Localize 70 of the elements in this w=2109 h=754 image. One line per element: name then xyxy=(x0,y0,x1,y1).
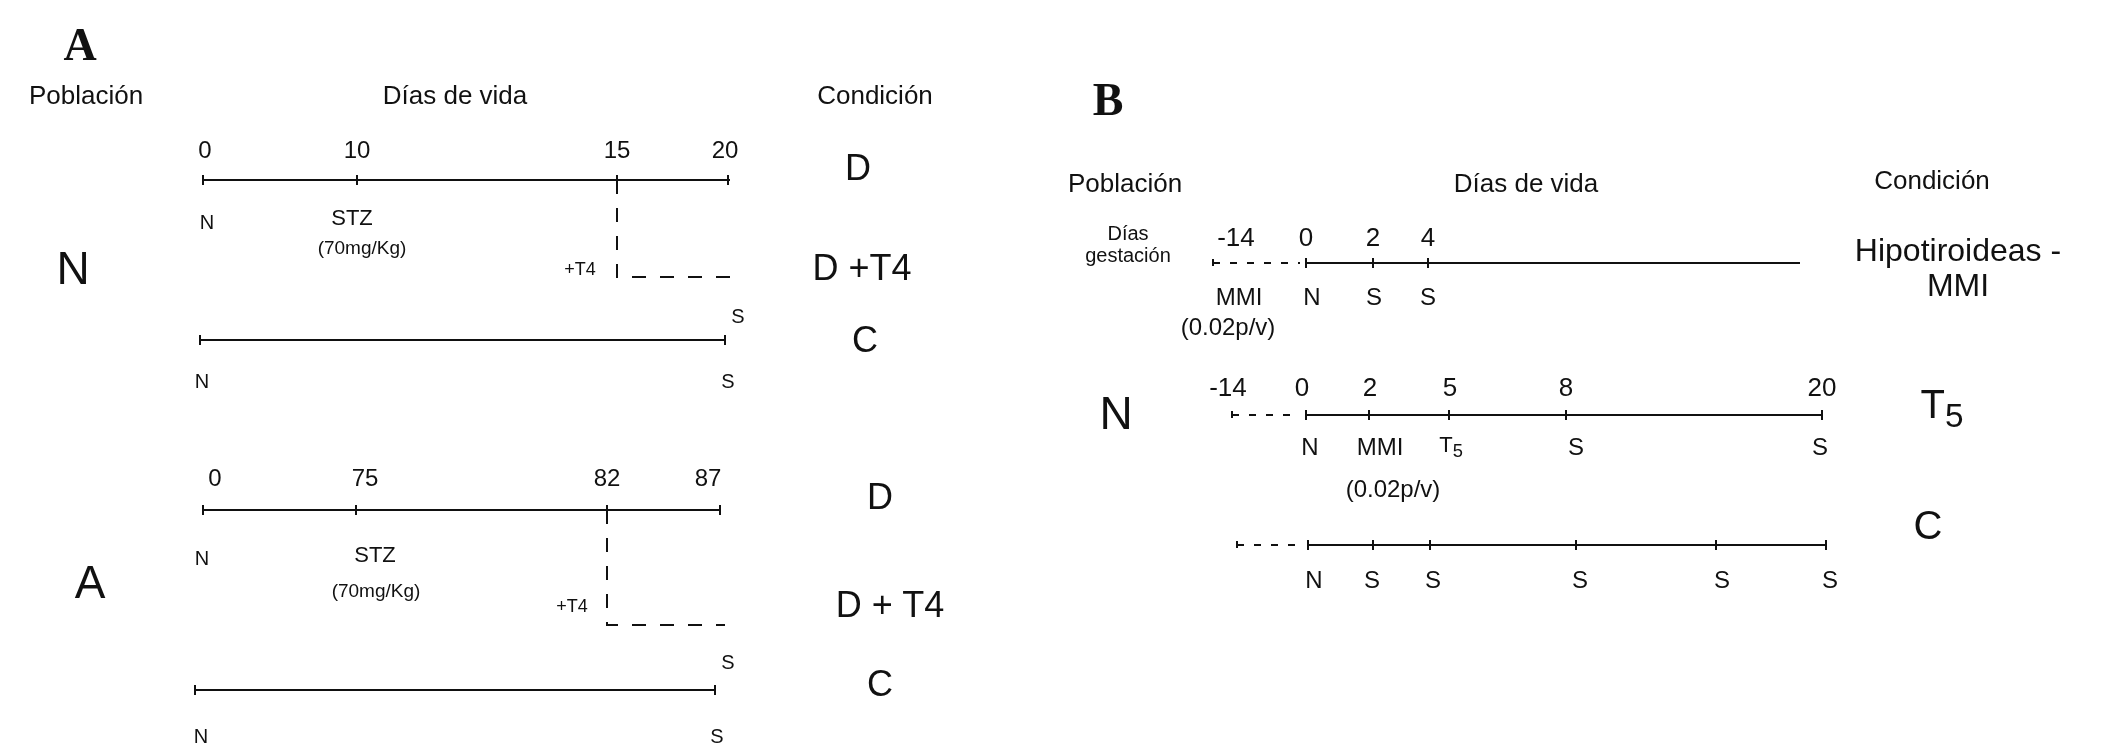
event-marker: S xyxy=(1366,283,1382,311)
event-marker: N xyxy=(1303,283,1321,311)
column-header: Días gestación xyxy=(1084,222,1172,266)
column-header: Condición xyxy=(1874,165,1990,195)
day-number: 20 xyxy=(711,136,739,164)
treatment-label: MMI xyxy=(1356,433,1404,461)
day-number: 5 xyxy=(1442,372,1458,402)
event-marker: S xyxy=(721,651,735,673)
event-marker: N xyxy=(194,370,210,392)
event-marker: S xyxy=(731,305,745,327)
treatment-label: MMI xyxy=(1215,283,1263,311)
day-number: 87 xyxy=(694,464,722,492)
condition-label: D +T4 xyxy=(812,248,912,288)
day-number: 0 xyxy=(198,136,212,164)
column-header: Población xyxy=(1067,168,1183,198)
population-label: A xyxy=(74,556,106,608)
panel-letter: B xyxy=(1092,74,1124,126)
dose-label: (0.02p/v) xyxy=(1345,475,1441,503)
panel-letter: A xyxy=(63,19,97,71)
treatment-label: +T4 xyxy=(556,597,588,617)
condition-label: D xyxy=(867,477,893,517)
event-marker: S xyxy=(721,370,735,392)
treatment-label: +T4 xyxy=(564,260,596,280)
day-number: 10 xyxy=(343,136,371,164)
population-label: N xyxy=(1099,387,1133,439)
event-marker: N xyxy=(1305,566,1323,594)
day-number: 15 xyxy=(603,136,631,164)
day-number: 20 xyxy=(1807,372,1837,402)
dose-label: (70mg/Kg) xyxy=(331,580,421,602)
column-header: Condición xyxy=(817,80,933,110)
column-header: Días de vida xyxy=(1453,168,1599,198)
condition-label: C xyxy=(852,320,878,360)
event-marker: S xyxy=(1812,433,1828,461)
event-marker: S xyxy=(1568,433,1584,461)
condition-label: D + T4 xyxy=(835,585,945,625)
day-number: 4 xyxy=(1420,222,1436,252)
day-number: 8 xyxy=(1558,372,1574,402)
day-number: -14 xyxy=(1209,372,1247,402)
day-number: 2 xyxy=(1362,372,1378,402)
day-number: 0 xyxy=(208,464,222,492)
population-label: N xyxy=(56,242,90,294)
dose-label: (0.02p/v) xyxy=(1180,313,1276,341)
condition-label: C xyxy=(1913,503,1943,547)
column-header: Días de vida xyxy=(382,80,528,110)
event-marker: N xyxy=(1301,433,1319,461)
treatment-label: STZ xyxy=(331,205,373,231)
dose-label: (70mg/Kg) xyxy=(317,237,407,259)
day-number: 0 xyxy=(1294,372,1310,402)
event-marker: S xyxy=(710,725,724,747)
day-number: 0 xyxy=(1298,222,1314,252)
treatment-label: STZ xyxy=(354,542,396,568)
event-marker: S xyxy=(1425,566,1441,594)
event-marker: S xyxy=(1822,566,1838,594)
day-number: 75 xyxy=(351,464,379,492)
day-number: -14 xyxy=(1217,222,1255,252)
event-marker: N xyxy=(194,547,210,569)
event-marker: N xyxy=(199,211,215,233)
condition-label: Hipotiroideas - MMI xyxy=(1853,232,2063,304)
event-marker: S xyxy=(1714,566,1730,594)
event-marker: T$_{5}$ xyxy=(1439,432,1463,462)
event-marker: S xyxy=(1572,566,1588,594)
column-header: Población xyxy=(28,80,144,110)
event-marker: S xyxy=(1420,283,1436,311)
day-number: 2 xyxy=(1365,222,1381,252)
condition-label: C xyxy=(867,664,893,704)
event-marker: S xyxy=(1364,566,1380,594)
event-marker: N xyxy=(193,725,209,747)
condition-label: D xyxy=(845,148,871,188)
day-number: 82 xyxy=(593,464,621,492)
condition-label: T$_{5}$ xyxy=(1920,381,1964,435)
